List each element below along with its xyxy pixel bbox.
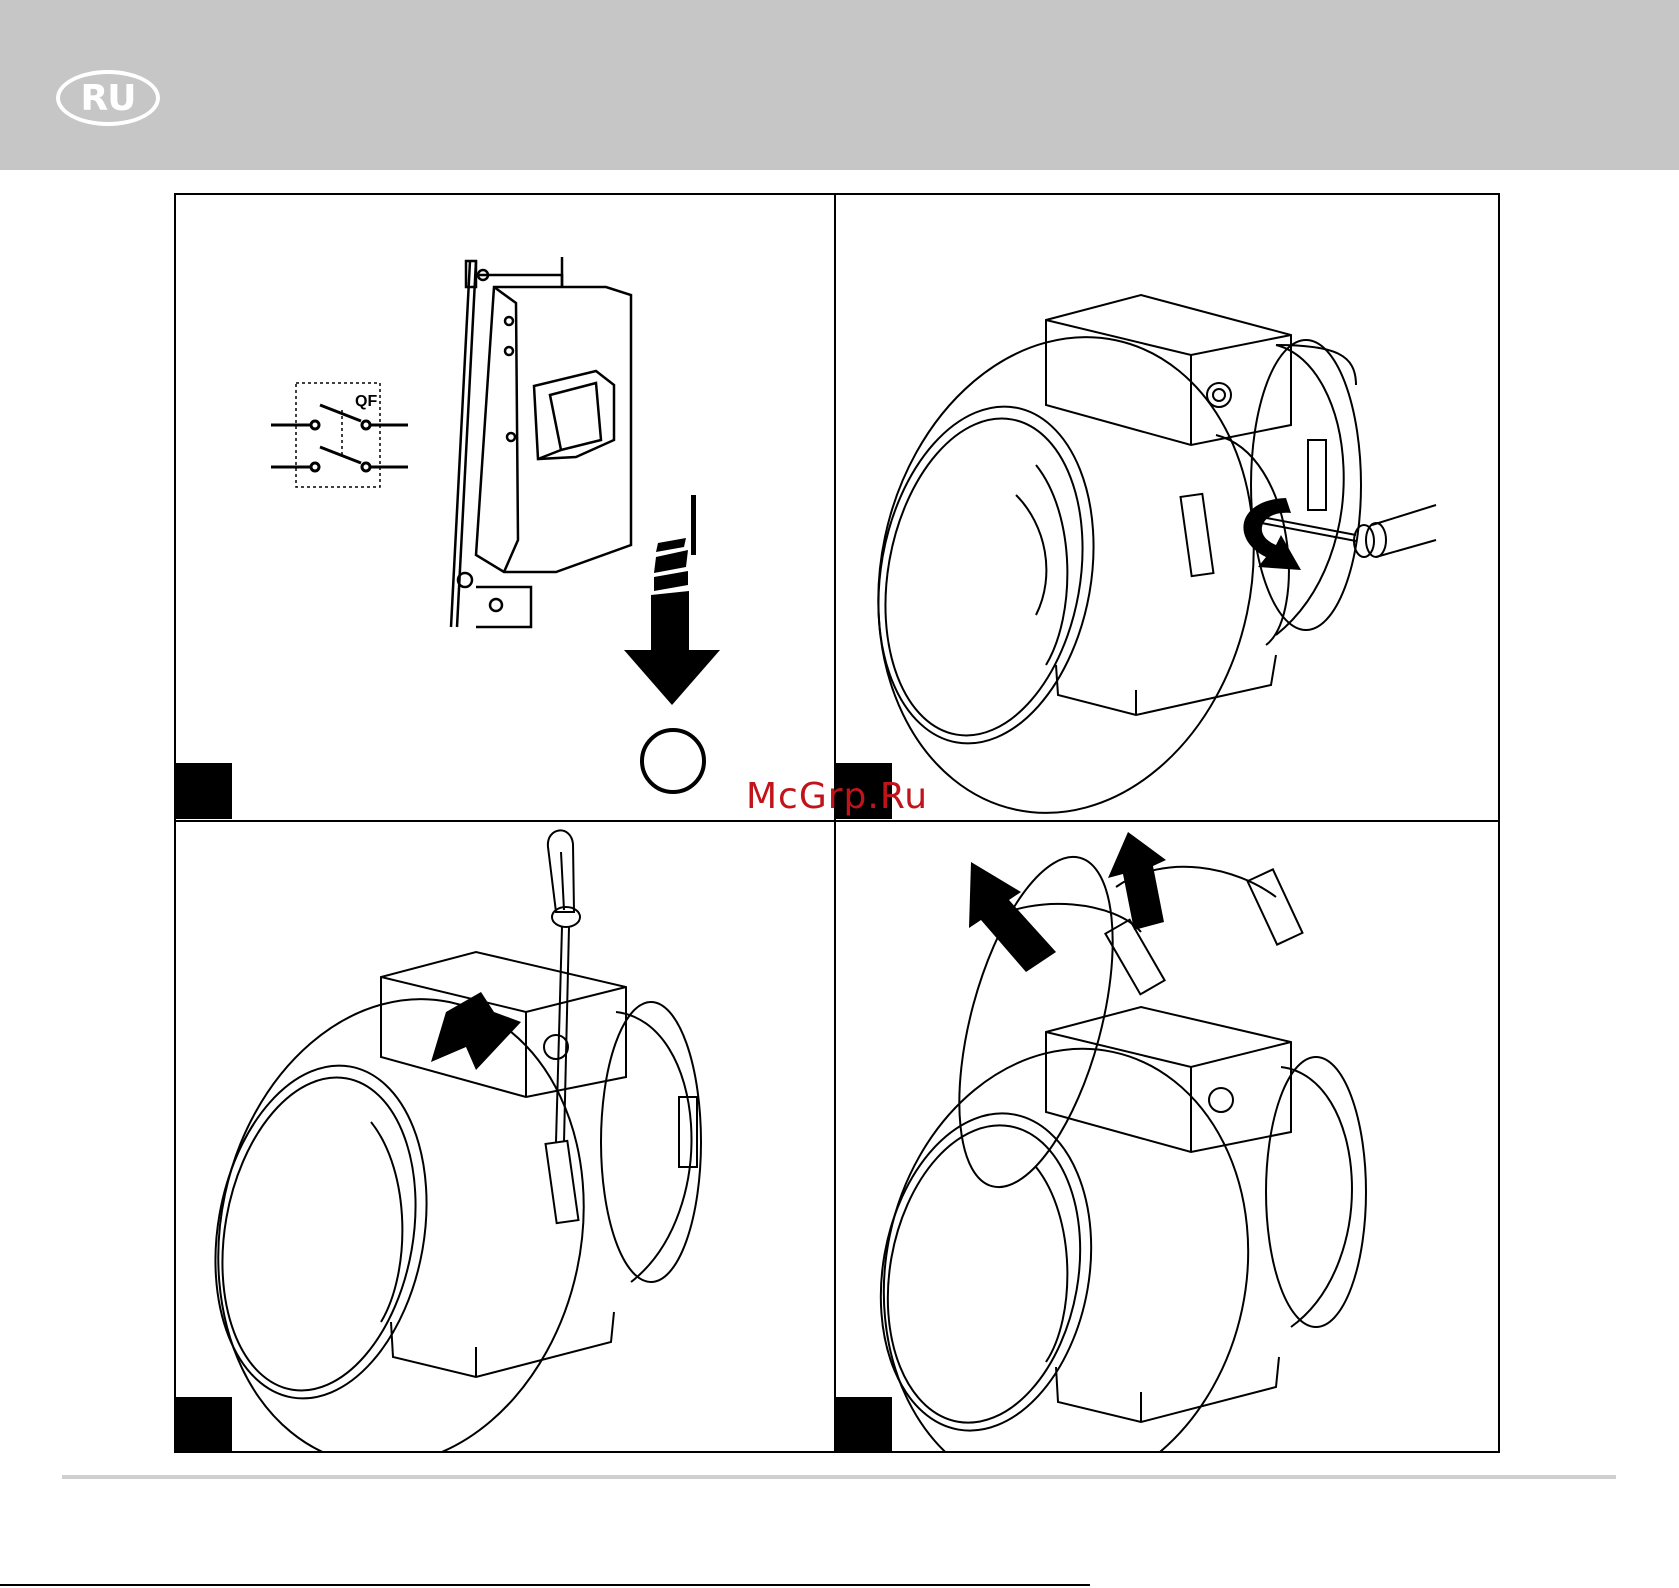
screwdriver-icon — [548, 830, 580, 1142]
breaker-device-icon — [451, 257, 631, 627]
panel-4-remove-clamps — [836, 822, 1498, 1451]
watermark: McGrp.Ru — [746, 776, 928, 817]
step-marker-3 — [176, 1397, 232, 1453]
panel-2-loosen-clamp — [836, 195, 1498, 818]
off-state-circle — [642, 730, 704, 792]
duct-fan-icon — [843, 1007, 1366, 1451]
breaker-label: QF — [355, 393, 377, 410]
push-arrow-icon — [431, 992, 521, 1070]
breaker-schematic-icon — [271, 383, 408, 487]
step-marker-4 — [836, 1397, 892, 1453]
panel-1-breaker-off: QF I — [176, 195, 832, 818]
panel-3-release-clamp — [176, 822, 832, 1451]
duct-fan-icon — [176, 952, 701, 1451]
switch-off-arrow-icon — [624, 495, 720, 705]
language-badge: RU — [56, 70, 160, 126]
footer-rule — [62, 1475, 1616, 1479]
page-bottom-line — [0, 1584, 1090, 1586]
page-header: RU — [0, 0, 1679, 170]
step-marker-1 — [176, 763, 232, 819]
lift-arrow-up-left-icon — [969, 862, 1056, 972]
